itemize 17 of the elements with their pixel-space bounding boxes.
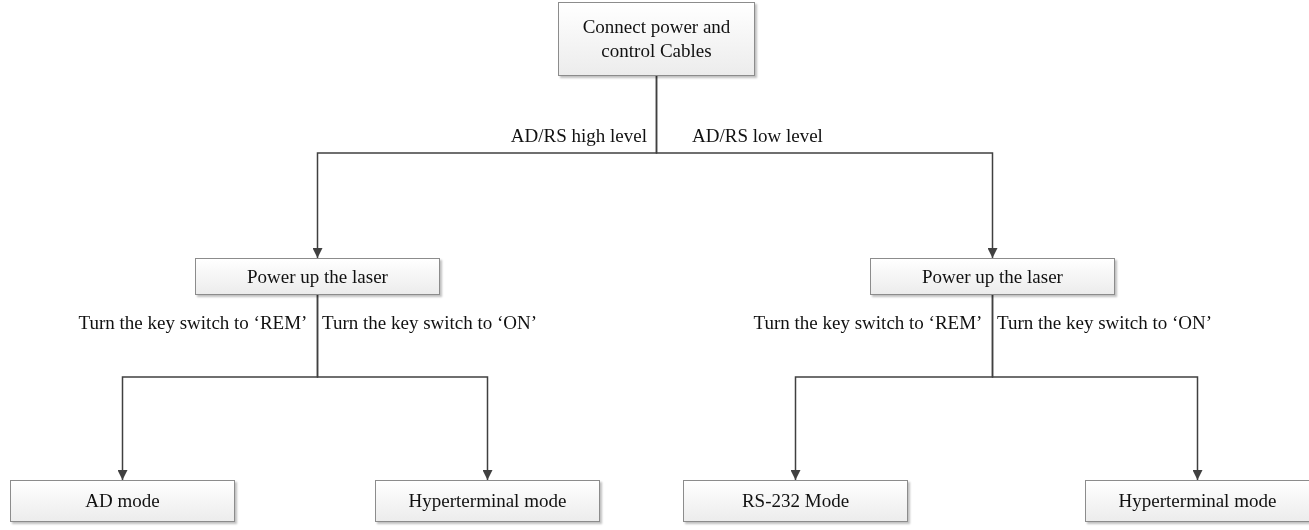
box-label: Power up the laser — [247, 264, 388, 289]
arrow — [991, 294, 1203, 481]
arrow — [655, 75, 998, 259]
box-label: Power up the laser — [922, 264, 1063, 289]
box-label: RS-232 Mode — [741, 489, 850, 513]
process-box — [10, 480, 235, 522]
process-box — [195, 258, 440, 295]
arrow — [316, 294, 493, 481]
process-box — [558, 2, 755, 76]
process-box — [375, 480, 600, 522]
box-label: Connect power and control Cables — [581, 15, 732, 63]
process-box — [870, 258, 1115, 295]
box-label: Hyperterminal mode — [408, 489, 567, 513]
process-box — [683, 480, 908, 522]
process-box — [1085, 480, 1309, 522]
box-label: Hyperterminal mode — [1118, 489, 1277, 513]
box-label: AD mode — [85, 489, 160, 513]
